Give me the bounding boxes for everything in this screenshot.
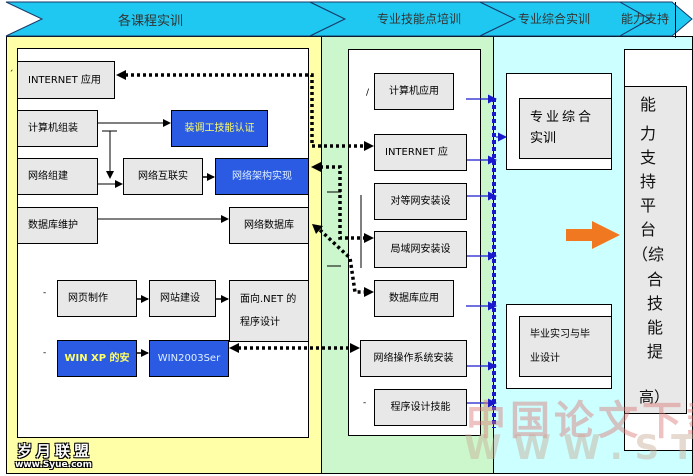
skill-netos-install[interactable]: 网络操作系统安装 xyxy=(360,340,467,377)
course-web-making-label: 网页制作 xyxy=(68,293,108,304)
platform-char: 持 xyxy=(639,172,656,191)
header-arrow-support xyxy=(618,1,693,37)
major-integrated-line1: 专业综合 xyxy=(530,109,595,125)
arrowhead-skill-internet xyxy=(364,141,374,151)
skill-internet-app[interactable]: INTERNET 应 xyxy=(374,134,467,171)
course-network-database[interactable]: 网络数据库 xyxy=(229,207,309,244)
platform-char: 技 xyxy=(646,294,663,313)
header-label-courses: 各课程实训 xyxy=(118,14,184,29)
course-network-interconnect[interactable]: 网络互联实 xyxy=(123,158,203,195)
header-arrows xyxy=(5,1,693,37)
skill-programming-label: 程序设计技能 xyxy=(390,402,451,413)
skill-programming[interactable]: 程序设计技能 xyxy=(374,389,467,426)
course-website-build[interactable]: 网站建设 xyxy=(149,280,216,317)
arrowhead-dbapp xyxy=(364,287,374,297)
course-win2003-label: WIN2003Ser xyxy=(157,353,221,364)
mark: - xyxy=(363,398,367,408)
course-website-build-label: 网站建设 xyxy=(160,293,200,304)
logo-name: 岁月联盟 xyxy=(17,442,94,460)
platform-char: 提 xyxy=(646,342,663,361)
graduation-line2: 业设计 xyxy=(530,352,560,364)
course-network-interconnect-label: 网络互联实 xyxy=(138,171,188,182)
course-assembler-cert-label: 装调工技能认证 xyxy=(184,123,255,134)
arrowhead-win2003 xyxy=(229,343,239,353)
dotted-arch-link xyxy=(320,165,366,240)
platform-char: 平 xyxy=(639,196,656,215)
arrowhead-internet xyxy=(116,70,126,80)
watermark-cn: 中国论文下载 xyxy=(466,398,693,444)
course-database-maint-label: 数据库维护 xyxy=(28,220,78,231)
skill-p2p-network[interactable]: 对等网安装设 xyxy=(374,183,467,220)
dotted-netdb-link xyxy=(318,228,366,294)
course-web-making[interactable]: 网页制作 xyxy=(57,280,137,317)
logo-url: www.Syue.com xyxy=(15,460,92,470)
mark: ˊ xyxy=(9,70,14,80)
course-dotnet-line1: 面向.NET 的 xyxy=(240,294,297,305)
header-divider xyxy=(675,2,676,38)
skill-internet-app-label: INTERNET 应 xyxy=(385,147,448,158)
watermark-url: WWW.STUDA xyxy=(464,428,693,468)
arrowhead-netos xyxy=(350,343,360,353)
mark: - xyxy=(43,288,47,298)
ability-support-platform[interactable] xyxy=(624,86,687,414)
major-integrated-line2: 实训 xyxy=(530,130,557,146)
platform-char: 台 xyxy=(639,220,656,239)
header-label-integrated: 专业综合实训 xyxy=(518,12,591,26)
skill-database-app[interactable]: 数据库应用 xyxy=(374,280,454,317)
skill-netos-install-label: 网络操作系统安装 xyxy=(373,353,454,364)
course-computer-assembly-label: 计算机组装 xyxy=(28,123,78,134)
skill-lan-network-label: 局域网安装设 xyxy=(390,244,451,255)
skill-p2p-network-label: 对等网安装设 xyxy=(390,196,451,207)
arrowhead-netdb xyxy=(312,224,323,234)
graduation-line1: 毕业实习与毕 xyxy=(530,328,590,340)
arrowhead-lan xyxy=(364,233,374,243)
course-database-maint[interactable]: 数据库维护 xyxy=(17,207,98,244)
major-integrated-training[interactable]: 专业综合 实训 xyxy=(519,98,612,159)
header-label-support: 能力支持 xyxy=(621,12,670,26)
course-network-arch[interactable]: 网络架构实现 xyxy=(215,158,309,195)
arrowhead-arch xyxy=(311,162,321,172)
course-dotnet-programming[interactable]: 面向.NET 的 程序设计 xyxy=(229,280,309,342)
course-win2003[interactable]: WIN2003Ser xyxy=(149,340,229,377)
course-network-build[interactable]: 网络组建 xyxy=(17,158,98,195)
header-label-skills: 专业技能点培训 xyxy=(377,12,462,26)
platform-last: 高） xyxy=(638,388,669,406)
mark: - xyxy=(43,348,47,358)
platform-char: 力 xyxy=(639,124,656,143)
platform-char: 合 xyxy=(646,270,663,289)
skill-computer-app-label: 计算机应用 xyxy=(389,86,439,97)
graduation-practice[interactable]: 毕业实习与毕 业设计 xyxy=(519,316,612,377)
course-computer-assembly[interactable]: 计算机组装 xyxy=(17,110,98,147)
orange-arrow-to-platform xyxy=(566,221,620,249)
course-assembler-cert[interactable]: 装调工技能认证 xyxy=(171,110,268,147)
platform-char: （综 xyxy=(631,245,664,264)
skill-lan-network[interactable]: 局域网安装设 xyxy=(374,231,467,268)
platform-char: 能 xyxy=(639,95,656,114)
dotted-internet-link xyxy=(125,73,366,148)
platform-char: 支 xyxy=(639,148,656,167)
skill-computer-app[interactable]: 计算机应用 xyxy=(374,73,454,110)
course-network-build-label: 网络组建 xyxy=(28,171,68,182)
mark: / xyxy=(366,88,370,98)
platform-char: 能 xyxy=(646,318,663,337)
course-winxp-install[interactable]: WIN XP 的安 xyxy=(57,340,137,377)
course-internet-app[interactable]: INTERNET 应用 xyxy=(17,61,115,99)
course-internet-app-label: INTERNET 应用 xyxy=(28,74,101,86)
course-dotnet-line2: 程序设计 xyxy=(240,317,280,328)
platform-text: 能 力 支 持 平 台 （综 合 技 能 提 xyxy=(628,88,668,364)
skill-database-app-label: 数据库应用 xyxy=(389,293,439,304)
course-network-database-label: 网络数据库 xyxy=(244,220,294,231)
course-winxp-install-label: WIN XP 的安 xyxy=(64,353,130,364)
course-network-arch-label: 网络架构实现 xyxy=(232,171,292,182)
